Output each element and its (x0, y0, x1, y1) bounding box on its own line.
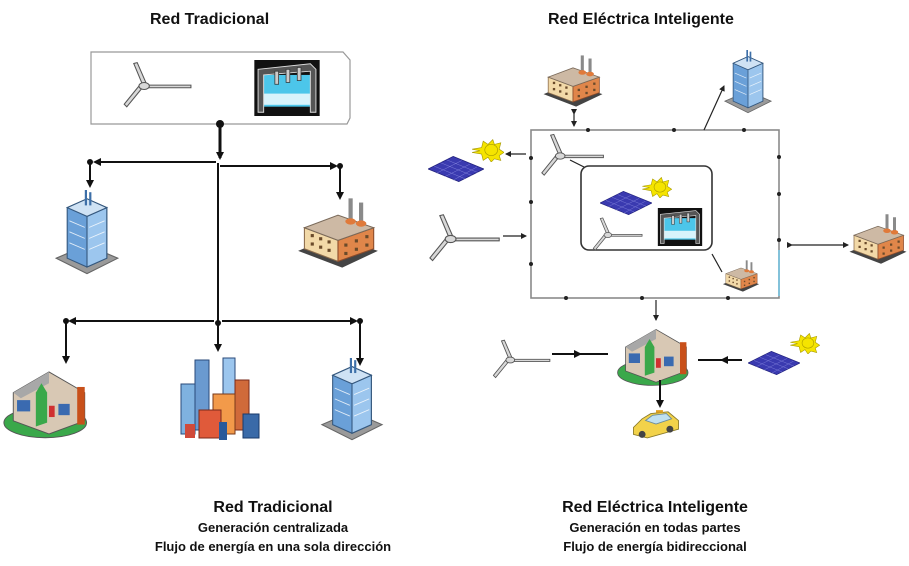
wind-turbine-icon (492, 339, 551, 379)
sun-icon (790, 333, 820, 354)
office-building-icon (321, 358, 383, 441)
wind-turbine-icon (429, 214, 500, 262)
left-title: Red Tradicional (150, 11, 270, 28)
left-caption-line1: Generación centralizada (197, 520, 349, 535)
right-caption-line1: Generación en todas partes (569, 520, 741, 535)
left-caption-title: Red Tradicional (213, 499, 333, 516)
right-caption-line2: Flujo de energía bidireccional (563, 539, 747, 554)
smart-grid (428, 50, 907, 439)
grid-loop (530, 129, 780, 299)
office-link (703, 85, 725, 131)
left-caption-line2: Flujo de energía en una sola dirección (154, 539, 392, 554)
house-icon (3, 371, 88, 439)
traditional-grid (3, 51, 383, 441)
office-building-icon (724, 50, 772, 114)
house-icon (617, 328, 689, 386)
right-caption-title: Red Eléctrica Inteligente (562, 499, 748, 516)
solar-panel-icon (748, 350, 800, 376)
factory-icon (849, 213, 907, 265)
solar-panel-icon (428, 156, 484, 182)
sun-icon (472, 139, 504, 162)
electric-car-icon (633, 409, 679, 439)
factory-icon (297, 197, 379, 269)
power-plant-icon (657, 208, 703, 246)
city-icon (180, 357, 260, 441)
left-caption: Red Tradicional Generación centralizada … (135, 498, 411, 556)
right-caption: Red Eléctrica Inteligente Generación en … (540, 498, 770, 556)
office-building-icon (55, 190, 119, 275)
factory-icon (722, 260, 760, 292)
power-plant-icon (253, 60, 321, 116)
factory-icon (543, 55, 603, 107)
right-title: Red Eléctrica Inteligente (548, 11, 734, 28)
